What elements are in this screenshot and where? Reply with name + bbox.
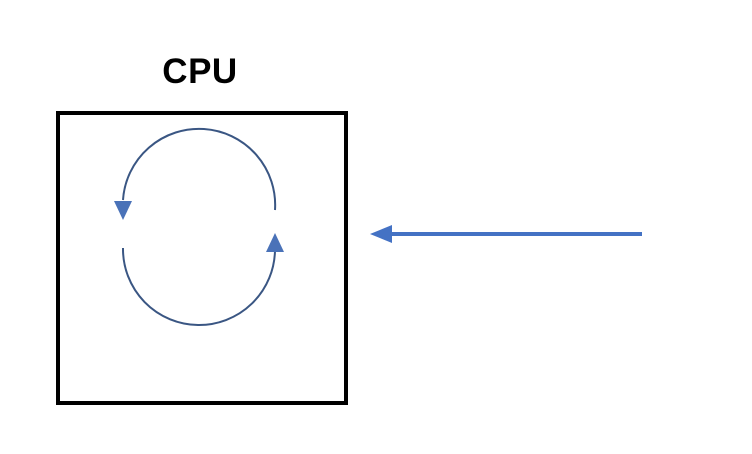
cpu-box bbox=[56, 111, 348, 405]
cycle-arrowhead-left bbox=[114, 201, 132, 220]
cpu-label: CPU bbox=[162, 52, 238, 91]
cycle-arc-bottom bbox=[121, 247, 276, 326]
left-arrow-icon bbox=[370, 225, 642, 243]
cycle-arrows-icon bbox=[114, 127, 284, 326]
input-arrow-head bbox=[370, 225, 392, 243]
cycle-arc-top bbox=[122, 127, 277, 211]
cycle-arrowhead-right bbox=[266, 233, 284, 252]
